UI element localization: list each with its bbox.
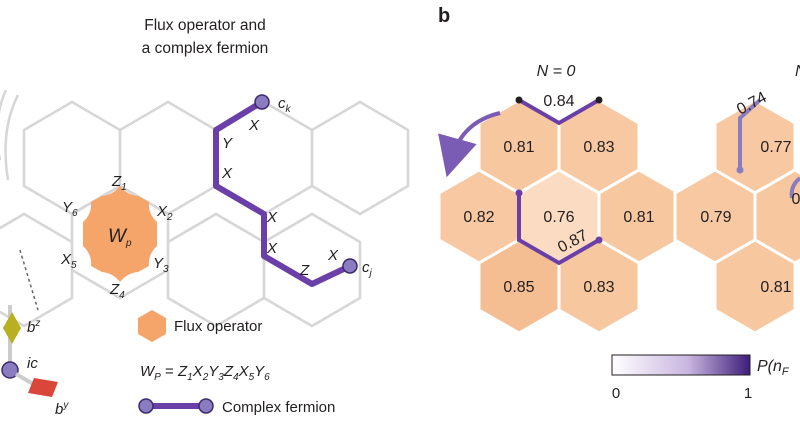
ic-label: ic <box>27 355 38 372</box>
string-op: X <box>266 240 278 257</box>
colorbar-label: P(nF <box>757 358 790 378</box>
edge-value-top: 0.84 <box>543 93 574 110</box>
red-diamond <box>28 378 58 397</box>
endpoint-cj-label: cj <box>362 259 373 279</box>
hex-value: 0.79 <box>700 209 731 226</box>
panel-a-title-line1: Flux operator and <box>144 17 266 34</box>
endpoint-ck-label: ck <box>278 95 292 115</box>
dashed-link <box>19 249 39 311</box>
hex-value: 0.82 <box>463 209 494 226</box>
hex-value: 0.76 <box>543 209 574 226</box>
op-x5: X5 <box>60 251 77 271</box>
edge-dot <box>736 166 744 174</box>
hex-grid-partial <box>673 98 800 335</box>
op-x2: X2 <box>156 203 173 223</box>
colorbar-max: 1 <box>744 385 752 402</box>
hex-value: 0.81 <box>760 279 791 296</box>
string-op: Z <box>299 262 310 279</box>
arc-decoration <box>0 89 8 160</box>
op-z4: Z4 <box>109 281 125 301</box>
string-op: X <box>266 209 278 226</box>
legend-fermion-endpoint <box>198 398 214 414</box>
string-op: X <box>248 117 260 134</box>
hex-value: 0.83 <box>583 139 614 156</box>
legend-flux-label: Flux operator <box>174 318 262 335</box>
edge-path-partial <box>738 98 762 170</box>
endpoint-cj <box>342 258 358 274</box>
panel-a-title-line2: a complex fermion <box>142 40 269 57</box>
legend-fermion-endpoint <box>138 398 154 414</box>
hex-value: 0.77 <box>760 139 791 156</box>
loop-arrow <box>438 111 501 178</box>
string-op: X <box>221 165 233 182</box>
endpoint-ck <box>254 94 270 110</box>
edge-dot <box>595 236 603 244</box>
legend-fermion-label: Complex fermion <box>222 399 335 416</box>
hex-value-clipped: 0 <box>792 191 800 208</box>
arc-decoration <box>4 94 20 181</box>
colorbar-min: 0 <box>612 385 620 402</box>
op-y6: Y6 <box>62 199 78 219</box>
colorbar <box>611 354 751 376</box>
op-y3: Y3 <box>153 255 169 275</box>
n-partial-label: N <box>795 63 800 80</box>
legend-flux-swatch <box>138 310 166 342</box>
panel-b-letter: b <box>438 5 450 27</box>
flux-plaquette <box>83 186 157 282</box>
by-label: by <box>55 400 69 418</box>
edge-path-partial <box>789 176 800 199</box>
hex-grid-n0 <box>437 98 681 335</box>
plaquette-label: Wp <box>108 226 132 249</box>
string-op: Y <box>222 135 233 152</box>
yellow-diamond <box>3 312 21 344</box>
ic-node <box>1 361 19 379</box>
n0-label: N = 0 <box>537 63 576 80</box>
edge-path-center <box>517 193 600 266</box>
string-op: X <box>327 247 339 264</box>
fermion-string <box>213 99 352 287</box>
bz-label: bz <box>27 318 40 336</box>
edge-dot <box>515 96 523 104</box>
hex-value: 0.81 <box>623 209 654 226</box>
op-z1: Z1 <box>111 173 127 193</box>
hex-value: 0.85 <box>503 279 534 296</box>
hex-value: 0.83 <box>583 279 614 296</box>
flux-formula: WP = Z1X2Y3Z4X5Y6 <box>140 363 270 383</box>
hex-value: 0.81 <box>503 139 534 156</box>
hex-cell <box>713 238 797 335</box>
edge-dot <box>595 96 603 104</box>
edge-dot <box>515 189 523 197</box>
edge-path-top <box>518 98 600 126</box>
